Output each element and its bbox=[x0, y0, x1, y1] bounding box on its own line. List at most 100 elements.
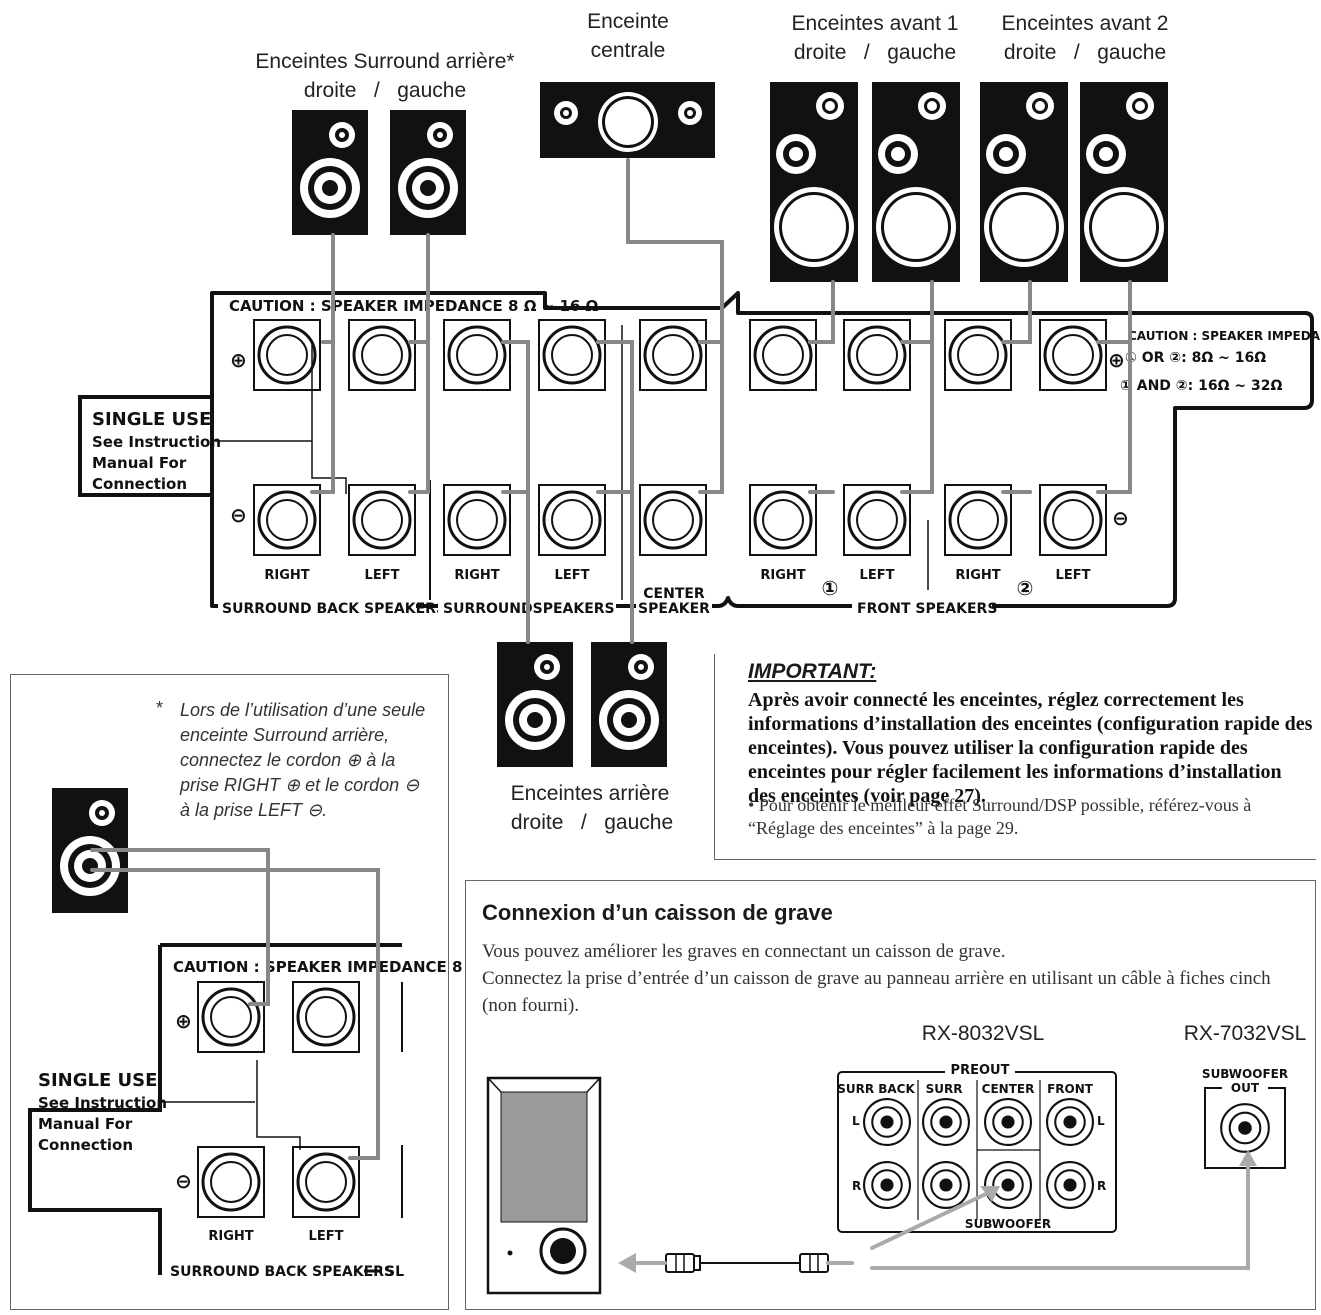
group-center-line1: CENTER bbox=[643, 586, 705, 602]
terminal-s-right-minus bbox=[442, 483, 512, 557]
rear-right-speaker bbox=[497, 642, 573, 767]
terminal-f1-left-plus bbox=[842, 318, 912, 392]
subwoofer-desc-line1: Vous pouvez améliorer les graves en conn… bbox=[482, 941, 1006, 962]
caution-front-line3: ① AND ②: 16Ω ~ 32Ω bbox=[1120, 378, 1282, 394]
important-box bbox=[714, 654, 1316, 860]
surround-back-right-speaker bbox=[292, 110, 368, 235]
front2-sides: droite / gauche bbox=[1004, 41, 1166, 64]
note-text: Lors de l’utilisation d’une seule encein… bbox=[180, 700, 426, 820]
single-speaker-note-box bbox=[10, 674, 449, 1310]
terminal-f2-left-plus bbox=[1038, 318, 1108, 392]
subwoofer-section-description: Vous pouvez améliorer les graves en conn… bbox=[482, 938, 1312, 1019]
label-left: LEFT bbox=[860, 568, 895, 583]
inset-label-left: LEFT bbox=[309, 1229, 344, 1244]
inset-plus-symbol: ⊕ bbox=[175, 1009, 192, 1033]
rear-title: Enceintes arrière bbox=[511, 782, 670, 805]
inset-group-cut: SL bbox=[385, 1264, 404, 1280]
terminal-sb-right-minus bbox=[252, 483, 322, 557]
label-right: RIGHT bbox=[760, 568, 805, 583]
center-title-line2: centrale bbox=[591, 39, 666, 62]
subwoofer-section-title: Connexion d’un caisson de grave bbox=[482, 900, 833, 925]
speaker-cables bbox=[310, 158, 1132, 644]
important-bullet: • Pour obtenir le meilleur effet Surroun… bbox=[748, 795, 1252, 838]
inset-see-instruction-2: Manual For bbox=[38, 1115, 133, 1133]
col-center: CENTER bbox=[982, 1082, 1035, 1096]
terminal-f2-left-minus bbox=[1038, 483, 1108, 557]
inset-group: SURROUND BACK SPEAKERS bbox=[170, 1264, 394, 1280]
minus-symbol-right: ⊖ bbox=[1112, 506, 1129, 530]
row-l: L bbox=[852, 1114, 860, 1128]
terminal-s-right-plus bbox=[442, 318, 512, 392]
col-surr: SURR bbox=[926, 1082, 963, 1096]
rca-cable bbox=[618, 1150, 1257, 1273]
preout-panel: PREOUT SURR BACK SURR CENTER FRONT L R L… bbox=[837, 1062, 1117, 1233]
model-rx8032vsl: RX-8032VSL bbox=[922, 1022, 1045, 1045]
surround-back-title: Enceintes Surround arrière* bbox=[255, 50, 514, 73]
inset-see-instruction-3: Connection bbox=[38, 1136, 133, 1154]
terminal-f2-right-minus bbox=[943, 483, 1013, 557]
label-left: LEFT bbox=[1056, 568, 1091, 583]
front1-left-speaker bbox=[872, 82, 960, 282]
caution-front-line1: CAUTION : SPEAKER IMPEDANCE bbox=[1128, 329, 1321, 343]
see-instruction-line1: See Instruction bbox=[92, 433, 221, 451]
surround-back-sides: droite / gauche bbox=[304, 79, 466, 102]
group-surround-back: SURROUND BACK SPEAKERS bbox=[222, 601, 446, 617]
minus-symbol: ⊖ bbox=[230, 503, 247, 527]
rear-left-speaker bbox=[591, 642, 667, 767]
important-body: Après avoir connecté les enceintes, régl… bbox=[748, 689, 1313, 807]
important-title: IMPORTANT: bbox=[748, 660, 877, 683]
label-right: RIGHT bbox=[264, 568, 309, 583]
label-right: RIGHT bbox=[454, 568, 499, 583]
model-rx7032vsl: RX-7032VSL bbox=[1184, 1022, 1307, 1045]
row-r-front: R bbox=[1097, 1179, 1106, 1193]
terminal-f2-right-plus bbox=[943, 318, 1013, 392]
front2-title: Enceintes avant 2 bbox=[1002, 12, 1169, 35]
single-use-label: SINGLE USE bbox=[92, 409, 211, 430]
front-group-2-marker: ② bbox=[1017, 576, 1034, 600]
see-instruction-line3: Connection bbox=[92, 475, 187, 493]
subwoofer-jack-label: SUBWOOFER bbox=[965, 1217, 1051, 1231]
rear-sides: droite / gauche bbox=[511, 811, 673, 834]
col-front: FRONT bbox=[1047, 1082, 1094, 1096]
front2-left-speaker bbox=[1080, 82, 1168, 282]
label-left: LEFT bbox=[555, 568, 590, 583]
terminal-f1-left-minus bbox=[842, 483, 912, 557]
terminal-s-left-minus bbox=[537, 483, 607, 557]
terminal-sb-right-plus bbox=[252, 318, 322, 392]
front1-title: Enceintes avant 1 bbox=[792, 12, 959, 35]
front-group-1-marker: ① bbox=[822, 576, 839, 600]
inset-minus-symbol: ⊖ bbox=[175, 1169, 192, 1193]
row-l-front: L bbox=[1097, 1114, 1105, 1128]
inset-see-instruction-1: See Instruction bbox=[38, 1094, 167, 1112]
label-left: LEFT bbox=[365, 568, 400, 583]
terminal-s-left-plus bbox=[537, 318, 607, 392]
group-center-line2: SPEAKER bbox=[638, 601, 710, 617]
front1-right-speaker bbox=[770, 82, 858, 282]
surround-back-left-speaker bbox=[390, 110, 466, 235]
note-asterisk: * bbox=[156, 698, 164, 718]
row-r: R bbox=[852, 1179, 861, 1193]
subwoofer-section-box bbox=[465, 880, 1316, 1310]
sub-out-line2: OUT bbox=[1231, 1081, 1260, 1095]
subwoofer-desc-line2: Connectez la prise d’entrée d’un caisson… bbox=[482, 968, 1271, 1016]
plus-symbol-right: ⊕ bbox=[1108, 348, 1125, 372]
group-front: FRONT SPEAKERS bbox=[857, 601, 997, 617]
caution-main: CAUTION : SPEAKER IMPEDANCE 8 Ω ~ 16 Ω bbox=[229, 297, 599, 315]
inset-caution: CAUTION : SPEAKER IMPEDANCE 8 bbox=[173, 958, 462, 976]
terminal-f1-right-minus bbox=[748, 483, 818, 557]
subwoofer-out-panel: SUBWOOFER OUT bbox=[1202, 1067, 1288, 1169]
terminal-sb-left-plus bbox=[347, 318, 417, 392]
inset-label-right: RIGHT bbox=[208, 1229, 253, 1244]
label-right: RIGHT bbox=[955, 568, 1000, 583]
front2-right-speaker bbox=[980, 82, 1068, 282]
center-title-line1: Enceinte bbox=[587, 10, 669, 33]
plus-symbol: ⊕ bbox=[230, 348, 247, 372]
terminal-center-minus bbox=[638, 483, 708, 557]
col-surr-back: SURR BACK bbox=[837, 1082, 915, 1096]
front1-sides: droite / gauche bbox=[794, 41, 956, 64]
terminal-center-plus bbox=[638, 318, 708, 392]
caution-front-line2: ① OR ②: 8Ω ~ 16Ω bbox=[1125, 350, 1266, 366]
preout-label: PREOUT bbox=[951, 1063, 1010, 1078]
terminal-f1-right-plus bbox=[748, 318, 818, 392]
